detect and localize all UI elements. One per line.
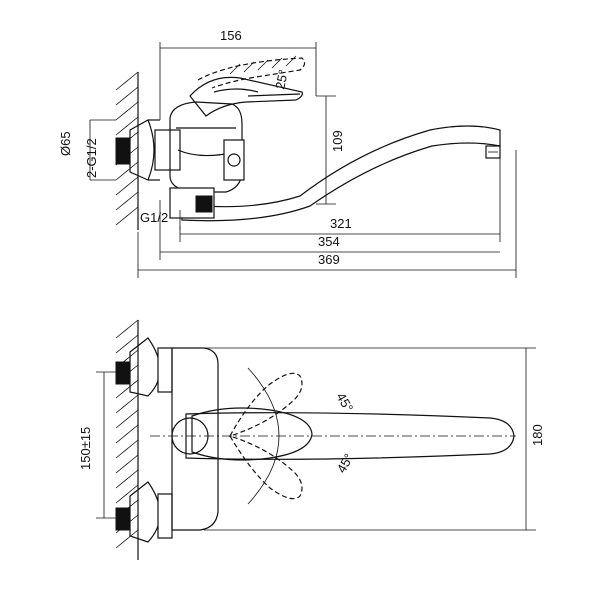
mixer-body-side <box>169 101 245 193</box>
dim-25-label: 25° <box>272 68 291 90</box>
side-view: 156 25° 109 Ø65 2-G1/2 G1/2 321 <box>58 28 517 278</box>
lever-top <box>171 407 313 461</box>
wall-fitting-top-lower <box>115 481 173 543</box>
dim-156-label: 156 <box>220 28 242 43</box>
dim-354-label: 354 <box>318 234 340 249</box>
dim-45-top-label: 45° <box>333 390 356 415</box>
dim-180: 180 <box>204 347 545 531</box>
dim-369-label: 369 <box>318 252 340 267</box>
spout-connector-side <box>169 187 215 219</box>
spout-side <box>181 125 501 222</box>
lever-raised-side <box>197 55 306 89</box>
dim-150-label: 150±15 <box>78 427 93 470</box>
dim-321-label: 321 <box>330 216 352 231</box>
top-view: 45° 45° 150±15 180 <box>78 319 545 560</box>
dim-65-label: Ø65 <box>58 131 73 156</box>
mixer-body-top <box>171 347 219 531</box>
dim-45-bottom-label: 45° <box>334 451 357 476</box>
dim-g12-pair-label: 2-G1/2 <box>84 138 99 178</box>
lever-side <box>189 76 303 117</box>
dim-150: 150±15 <box>78 371 116 519</box>
wall-fitting-side <box>115 119 181 181</box>
dim-109-label: 109 <box>330 130 345 152</box>
dim-180-label: 180 <box>530 424 545 446</box>
side-dimensions: 156 25° 109 Ø65 2-G1/2 G1/2 321 <box>58 28 517 278</box>
wall-fitting-top-upper <box>115 337 173 397</box>
dim-g12-label: G1/2 <box>140 210 168 225</box>
